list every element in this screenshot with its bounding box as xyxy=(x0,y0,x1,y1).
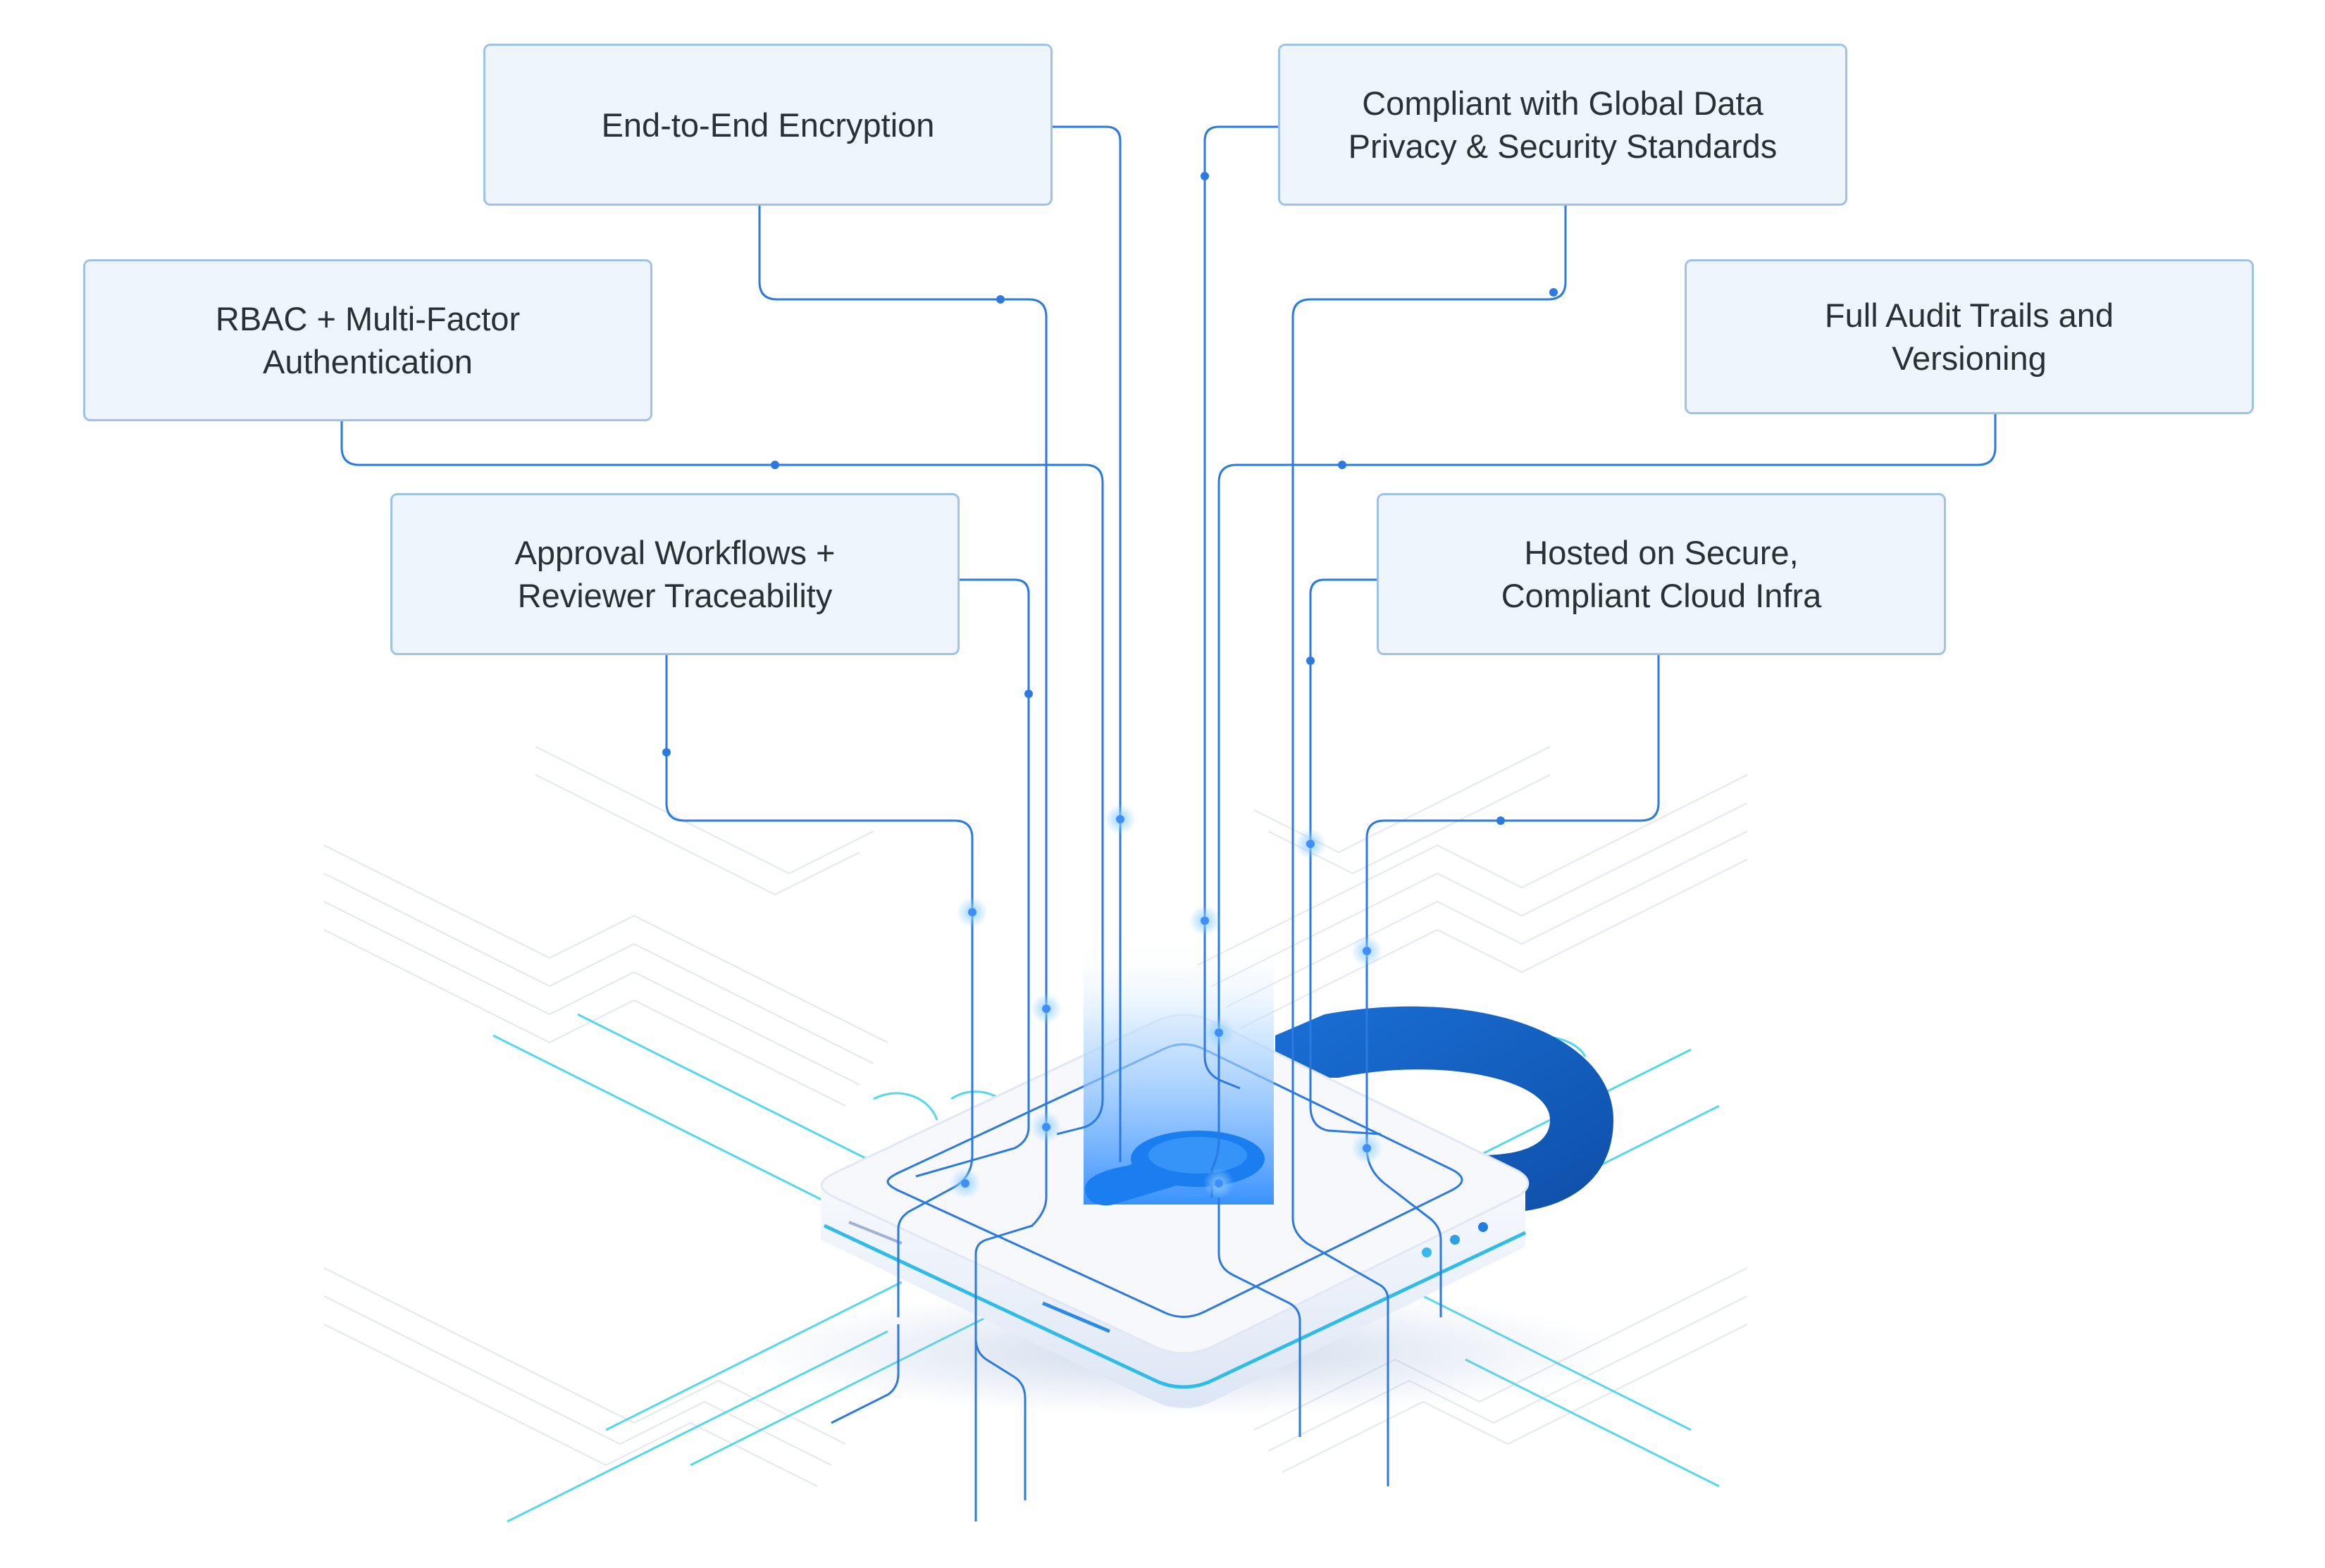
feature-label-rbac: RBAC + Multi-Factor Authentication xyxy=(215,300,521,380)
connector-lines xyxy=(340,125,1997,1522)
connector-dots xyxy=(662,172,1558,825)
feature-box-hosted: Hosted on Secure, Compliant Cloud Infra xyxy=(1377,493,1946,655)
feature-box-audit: Full Audit Trails and Versioning xyxy=(1685,259,2254,414)
feature-box-approval: Approval Workflows + Reviewer Traceabili… xyxy=(390,493,960,655)
feature-label-encryption: End-to-End Encryption xyxy=(601,106,935,144)
padlock-icon xyxy=(1275,1006,1613,1213)
keyhole-icon xyxy=(1084,937,1274,1206)
glow-nodes xyxy=(950,804,1382,1199)
feature-label-compliance: Compliant with Global Data Privacy & Sec… xyxy=(1348,85,1778,165)
feature-label-hosted: Hosted on Secure, Compliant Cloud Infra xyxy=(1501,534,1822,614)
feature-label-audit: Full Audit Trails and Versioning xyxy=(1824,297,2114,377)
feature-box-encryption: End-to-End Encryption xyxy=(483,44,1053,206)
feature-label-approval: Approval Workflows + Reviewer Traceabili… xyxy=(514,534,836,614)
feature-box-compliance: Compliant with Global Data Privacy & Sec… xyxy=(1278,44,1847,206)
feature-box-rbac: RBAC + Multi-Factor Authentication xyxy=(83,259,652,421)
